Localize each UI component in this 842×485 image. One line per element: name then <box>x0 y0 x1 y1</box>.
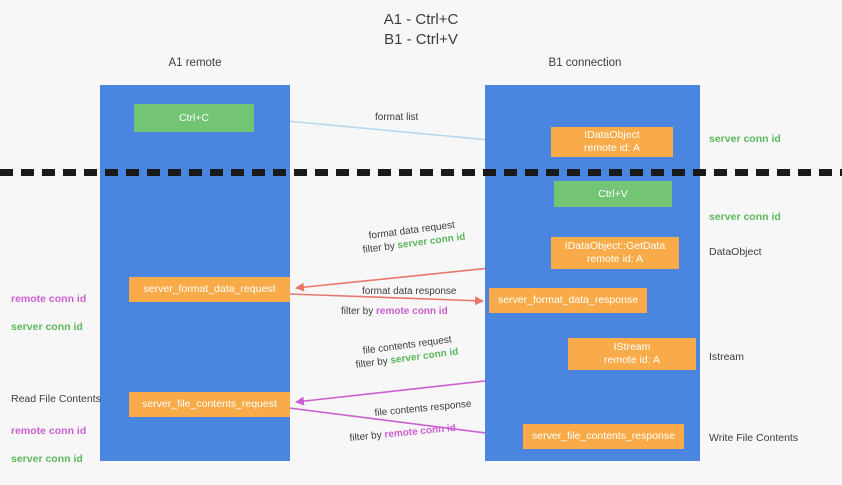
annotation-remote-conn-id: remote conn id <box>11 293 87 305</box>
annotation-server-conn-id: server conn id <box>11 321 83 333</box>
filter-prefix: filter by <box>349 429 386 444</box>
page-title: A1 - Ctrl+C B1 - Ctrl+V <box>383 11 459 48</box>
annotation-remote-conn-id: remote conn id <box>11 425 87 437</box>
node-server-format-data-request[interactable]: server_format_data_request <box>129 277 290 302</box>
edge-label-format-data-response-filter: filter by remote conn id <box>341 305 448 319</box>
annotation-server-conn-id-second: server conn id <box>709 211 781 223</box>
annotation-write-file-contents: Write File Contents <box>709 432 799 444</box>
annotation-server-conn-id: server conn id <box>11 453 83 465</box>
dashed-separator <box>0 169 842 176</box>
column-header-b1: B1 connection <box>548 57 622 69</box>
column-header-a1: A1 remote <box>168 57 222 69</box>
node-idataobject-getdata[interactable]: IDataObject::GetData remote id: A <box>551 237 679 269</box>
edge-label-format-list: format list <box>375 112 419 123</box>
filter-prefix: filter by <box>355 355 392 371</box>
node-server-file-contents-request[interactable]: server_file_contents_request <box>129 392 290 417</box>
annotation-istream: Istream <box>709 351 745 363</box>
node-server-file-contents-response[interactable]: server_file_contents_response <box>523 424 684 449</box>
annotation-read-file-contents: Read File Contents <box>11 393 101 405</box>
node-ctrl-c[interactable]: Ctrl+C <box>134 104 254 132</box>
arrow-format-data-response <box>288 293 484 306</box>
annotation-conn-ids-upper: remote conn id server conn id <box>11 278 86 348</box>
arrow-file-contents-response <box>288 407 518 441</box>
filter-prefix: filter by <box>341 306 377 317</box>
annotation-dataobject: DataObject <box>709 246 762 258</box>
node-istream[interactable]: IStream remote id: A <box>568 338 696 370</box>
node-ctrl-v[interactable]: Ctrl+V <box>554 181 672 207</box>
node-server-format-data-response[interactable]: server_format_data_response <box>489 288 647 313</box>
annotation-server-conn-id-top: server conn id <box>709 133 781 145</box>
filter-prefix: filter by <box>362 240 399 256</box>
edge-label-format-data-response: format data response <box>362 286 457 297</box>
annotation-conn-ids-lower: remote conn id server conn id <box>11 410 86 480</box>
filter-value-remote-conn-id: remote conn id <box>376 306 448 317</box>
node-idataobject[interactable]: IDataObject remote id: A <box>551 127 673 157</box>
